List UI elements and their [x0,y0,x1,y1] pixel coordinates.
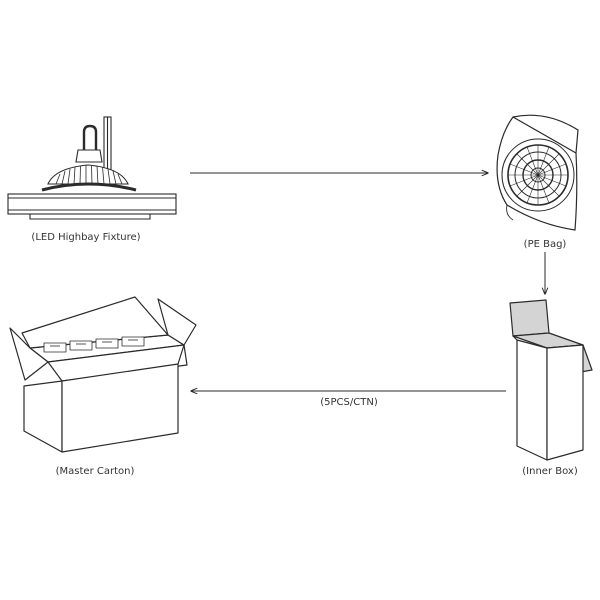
label-quantity: (5PCS/CTN) [320,397,378,408]
label-inner-box: (Inner Box) [522,466,578,477]
led-highbay-fixture [7,116,177,220]
pe-bag [496,114,579,231]
inner-box [509,299,593,461]
label-fixture: (LED Highbay Fixture) [31,232,141,243]
master-carton [9,296,197,453]
label-master-carton: (Master Carton) [55,466,135,477]
label-pe-bag: (PE Bag) [523,239,567,250]
